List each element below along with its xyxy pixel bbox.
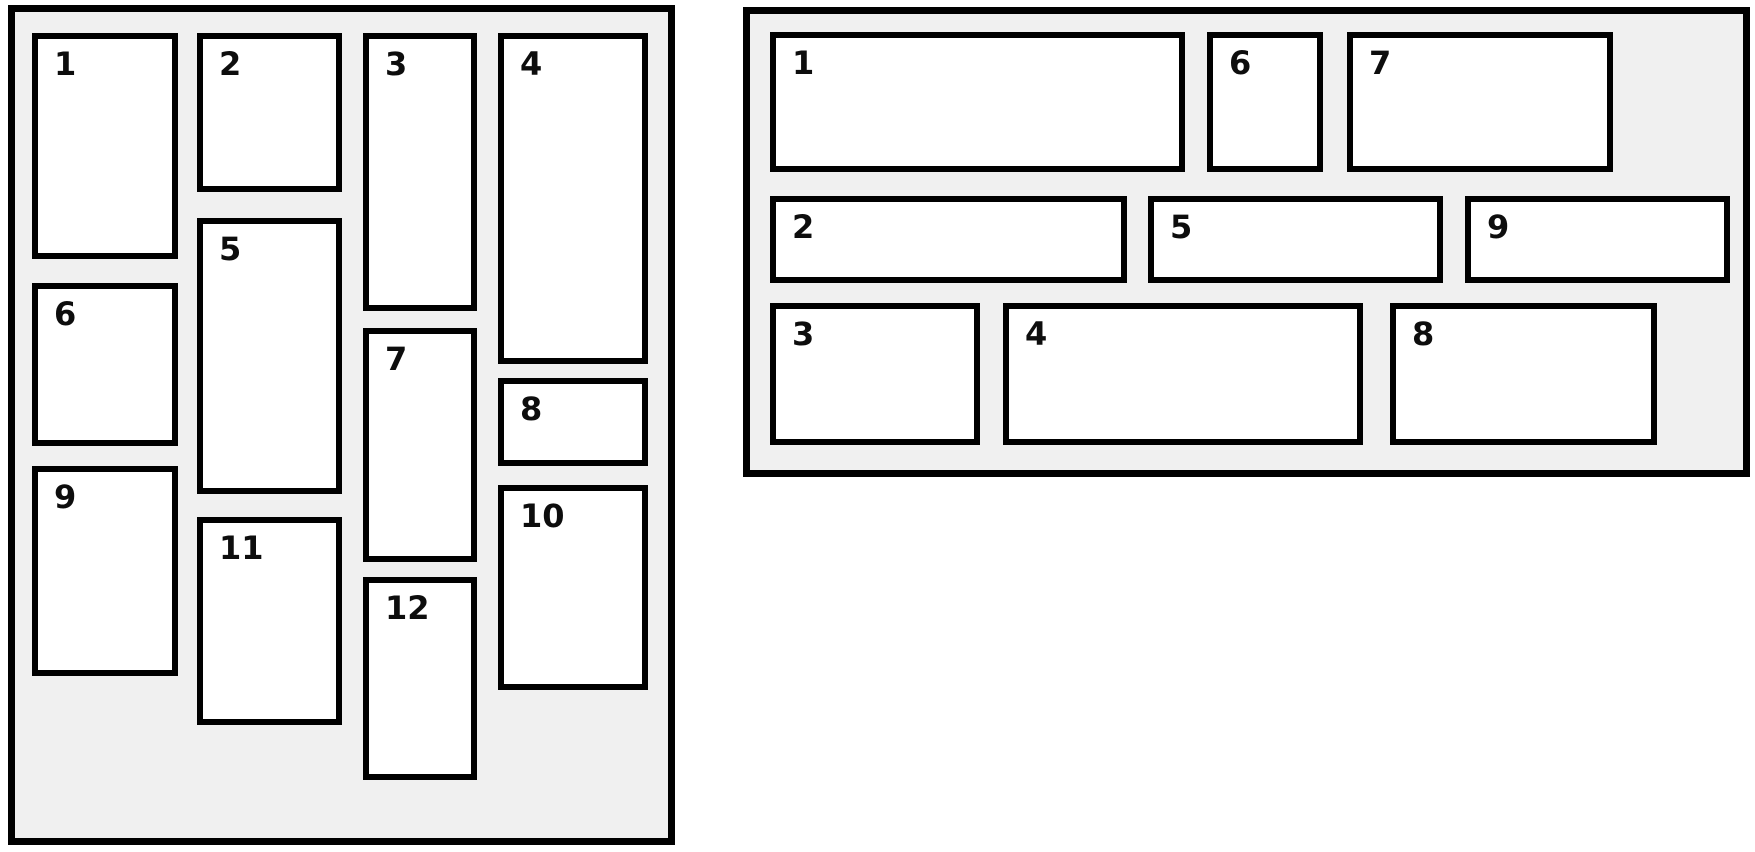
masonry-box: 1 [32,33,178,259]
box-label: 11 [219,529,264,567]
box-label: 3 [385,45,408,83]
masonry-box: 4 [498,33,648,364]
box-label: 2 [219,45,242,83]
masonry-box: 6 [1207,32,1323,172]
masonry-box: 3 [363,33,477,311]
masonry-box: 2 [770,196,1127,283]
masonry-box: 11 [197,517,342,725]
masonry-box: 7 [1347,32,1613,172]
box-label: 9 [54,478,77,516]
masonry-box: 5 [197,218,342,494]
box-label: 7 [385,340,408,378]
box-label: 5 [1170,208,1193,246]
box-label: 3 [792,315,815,353]
masonry-box: 5 [1148,196,1443,283]
box-label: 6 [1229,44,1252,82]
box-label: 9 [1487,208,1510,246]
box-label: 5 [219,230,242,268]
box-label: 8 [520,390,543,428]
masonry-box: 9 [32,466,178,676]
masonry-box: 3 [770,303,980,445]
masonry-box: 1 [770,32,1185,172]
masonry-box: 7 [363,328,477,562]
masonry-box: 8 [498,378,648,466]
box-label: 4 [1025,315,1048,353]
horizontal-masonry-panel: 1 2 3 4 5 6 7 8 9 [743,7,1750,477]
masonry-box: 2 [197,33,342,192]
masonry-box: 6 [32,283,178,446]
box-label: 8 [1412,315,1435,353]
box-label: 12 [385,589,430,627]
masonry-box: 9 [1465,196,1730,283]
masonry-box: 12 [363,577,477,780]
box-label: 1 [792,44,815,82]
box-label: 6 [54,295,77,333]
masonry-box: 10 [498,485,648,690]
masonry-box: 4 [1003,303,1363,445]
box-label: 1 [54,45,77,83]
box-label: 4 [520,45,543,83]
box-label: 7 [1369,44,1392,82]
box-label: 10 [520,497,565,535]
masonry-box: 8 [1390,303,1657,445]
box-label: 2 [792,208,815,246]
